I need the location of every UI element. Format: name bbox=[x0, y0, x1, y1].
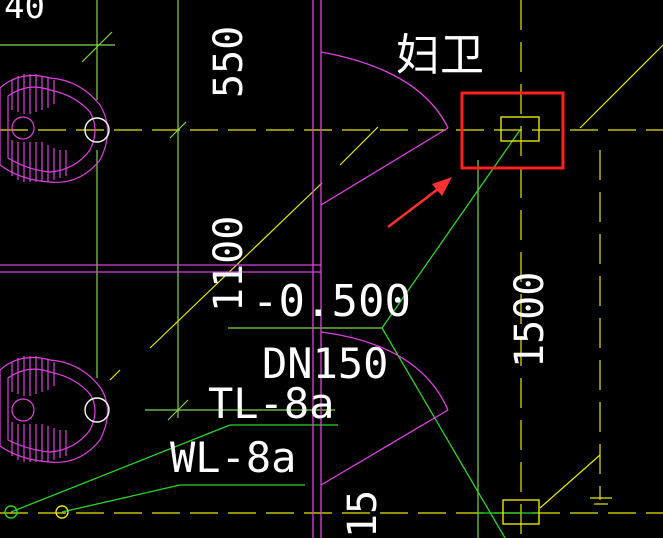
dim-1100-label: 1100 bbox=[206, 216, 252, 312]
pipe-tl-label: TL-8a bbox=[208, 379, 334, 428]
pipe-size-label: DN150 bbox=[262, 339, 388, 388]
pipe-wl-label: WL-8a bbox=[170, 433, 296, 482]
pipe-wl bbox=[10, 424, 231, 513]
door-swing-top bbox=[320, 51, 449, 129]
leader-diag-2 bbox=[109, 369, 121, 381]
dim-550-label: 550 bbox=[206, 26, 252, 98]
door-leaf-top bbox=[320, 127, 449, 206]
pipe-wl-2 bbox=[61, 484, 181, 513]
drain-points bbox=[4, 117, 110, 519]
dim-tick-3 bbox=[169, 121, 187, 139]
leader-diag-3 bbox=[339, 126, 379, 166]
squat-toilet-icon bbox=[0, 74, 109, 183]
dim-top-left-label: 40 bbox=[4, 0, 45, 27]
red-arrow-icon bbox=[387, 177, 452, 228]
leader-right-top bbox=[579, 44, 663, 129]
elevation-label: -0.500 bbox=[252, 276, 411, 327]
floor-drain-icon bbox=[55, 505, 69, 519]
dim-tick-2 bbox=[167, 399, 189, 421]
squat-toilet-icon bbox=[0, 356, 109, 463]
room-label: 妇卫 bbox=[396, 30, 484, 81]
floor-drain-icon bbox=[84, 117, 110, 143]
riser-box-bottom bbox=[502, 499, 540, 525]
pipes bbox=[10, 129, 540, 538]
red-rectangle-highlight bbox=[460, 91, 565, 170]
riser-box-top bbox=[500, 116, 540, 142]
pipe-main bbox=[381, 129, 521, 538]
dim-1500-label: 1500 bbox=[507, 272, 553, 368]
door-leaf-bottom bbox=[320, 409, 449, 486]
leader-right-bottom bbox=[539, 454, 601, 509]
dim-tick-1 bbox=[81, 31, 113, 63]
dim-bottom-label: 15 bbox=[340, 490, 386, 538]
floor-drain-icon bbox=[84, 397, 110, 423]
walls bbox=[0, 0, 449, 538]
floor-drain-icon bbox=[4, 505, 18, 519]
door-swing-bottom bbox=[320, 331, 449, 411]
grid-lines bbox=[0, 0, 479, 538]
